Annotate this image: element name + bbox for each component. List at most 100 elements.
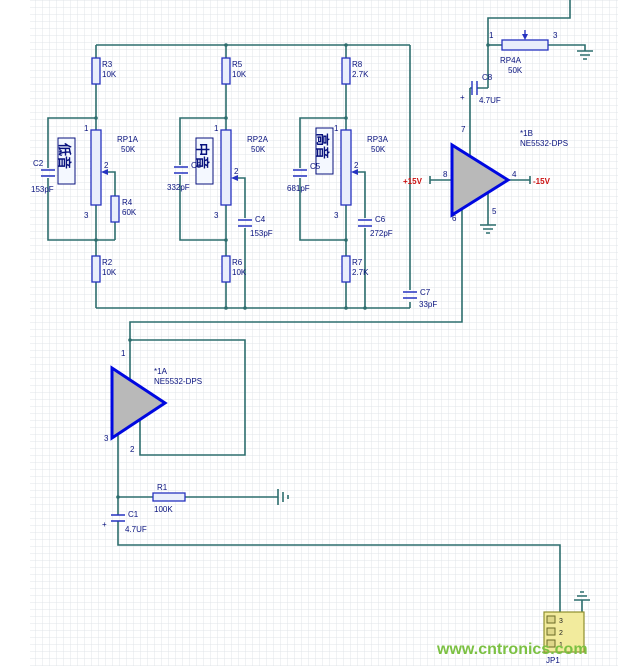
wire-u1a-output-feedback [129, 339, 246, 456]
junction-dot [224, 116, 228, 120]
band-label-treble: 高音 [315, 133, 330, 159]
connector-designator: JP1 [546, 656, 560, 665]
connector-pin-3: 3 [559, 618, 563, 625]
pot-pin-3: 3 [84, 211, 89, 220]
pot-pin-1: 1 [214, 124, 219, 133]
junction-dot [116, 495, 120, 499]
capacitor-C8: C8 4.7UF + [460, 73, 501, 105]
wire-col2 [179, 84, 246, 308]
resistor-designator: R5 [232, 60, 243, 69]
resistor-designator: R6 [232, 258, 243, 267]
resistor-body [341, 57, 351, 85]
junction-dot [94, 238, 98, 242]
junction-dot [363, 306, 367, 310]
ground-u1b-pin5 [480, 224, 496, 234]
cap-plates [111, 514, 125, 522]
opamp-U1B: 7 8 4 6 5 *1B NE5532-DPS +15V -15V [403, 125, 568, 223]
wire-col3 [299, 84, 366, 308]
resistor-R3: R3 10K [91, 57, 117, 85]
pot-value: 50K [251, 145, 266, 154]
cap-value: 153pF [31, 185, 54, 194]
pot-wiper-arrow [522, 34, 528, 40]
opamp-part-number: NE5532-DPS [520, 139, 568, 148]
connector-pin-2: 2 [559, 630, 563, 637]
pot-pin-1: 1 [84, 124, 89, 133]
pot-RP2A: 1 2 3 RP2A 50K 中音 [195, 124, 269, 220]
pot-pin-2: 2 [234, 167, 239, 176]
cap-plates [174, 166, 188, 174]
cap-plates [358, 219, 372, 227]
resistor-body [221, 57, 231, 85]
ground-icon [577, 50, 593, 60]
capacitor-C1: C1 4.7UF + [102, 510, 147, 534]
band-label-box [195, 137, 214, 185]
power-label-minus15: -15V [533, 177, 551, 186]
pot-RP3A: 1 2 3 RP3A 50K 高音 [315, 124, 389, 220]
wire-col1 [47, 84, 116, 308]
opamp-pin-2: 2 [130, 445, 135, 454]
pot-pin-2: 2 [104, 161, 109, 170]
ground-icon [480, 224, 496, 234]
connector-pin-pad [546, 615, 556, 624]
junction-dot [344, 116, 348, 120]
resistor-R7: R7 2.7K [341, 255, 369, 283]
pot-body [90, 129, 102, 206]
ground-r1 [277, 489, 289, 505]
resistor-R2: R2 10K [91, 255, 117, 283]
opamp-pin-1: 1 [121, 349, 126, 358]
band-label-mid: 中音 [195, 143, 210, 169]
pot-pin-2: 2 [354, 161, 359, 170]
pot-body [501, 39, 549, 51]
pot-designator: RP4A [500, 56, 522, 65]
wire-c1-bottom-bus [117, 497, 561, 612]
opamp-pin-5: 5 [492, 207, 497, 216]
junction-dot [94, 116, 98, 120]
opamp-pin-6: 6 [452, 214, 457, 223]
opamp-triangle [450, 142, 511, 218]
opamp-designator: *1A [154, 367, 168, 376]
ground-icon [277, 489, 289, 505]
watermark-link[interactable]: www.cntronics.com [436, 641, 588, 658]
ground-connector [574, 591, 590, 601]
resistor-value: 10K [102, 268, 117, 277]
wire-top-drops [95, 45, 347, 58]
resistor-value: 2.7K [352, 268, 369, 277]
resistor-R4: R4 60K [110, 195, 137, 223]
cap-value: 332pF [167, 183, 190, 192]
band-label-box [57, 137, 76, 185]
resistor-designator: R3 [102, 60, 113, 69]
resistor-body [152, 492, 186, 502]
capacitor-C7: C7 33pF [403, 288, 437, 309]
opamp-pin-7: 7 [461, 125, 466, 134]
capacitor-C5: C5 681pF [287, 162, 321, 193]
pot-wiper-arrow [231, 175, 238, 181]
cap-designator: C5 [310, 162, 321, 171]
ground-rp4a [577, 50, 593, 60]
resistor-R5: R5 10K [221, 57, 247, 85]
resistor-R1: R1 100K [152, 483, 186, 514]
pot-designator: RP1A [117, 135, 139, 144]
pot-RP4A: 1 3 RP4A 50K [489, 30, 558, 75]
resistor-body [221, 255, 231, 283]
resistor-value: 60K [122, 208, 137, 217]
pot-body [220, 129, 232, 206]
cap-value: 4.7UF [479, 96, 501, 105]
wire-u1b-power [429, 176, 531, 184]
junction-dot [224, 43, 228, 47]
pot-value: 50K [508, 66, 523, 75]
resistor-designator: R7 [352, 258, 363, 267]
connector-pin-pad [546, 639, 556, 648]
resistor-value: 10K [232, 268, 247, 277]
pot-pin-1: 1 [489, 31, 494, 40]
power-label-plus15: +15V [403, 177, 423, 186]
pot-body [340, 129, 352, 206]
cap-designator: C1 [128, 510, 139, 519]
cap-plates [238, 219, 252, 227]
resistor-designator: R1 [157, 483, 168, 492]
capacitor-C4: C4 153pF [238, 215, 273, 238]
cap-polarity-plus: + [460, 93, 465, 102]
pot-wiper-arrow [101, 169, 108, 175]
opamp-pin-3: 3 [104, 434, 109, 443]
opamp-part-number: NE5532-DPS [154, 377, 202, 386]
